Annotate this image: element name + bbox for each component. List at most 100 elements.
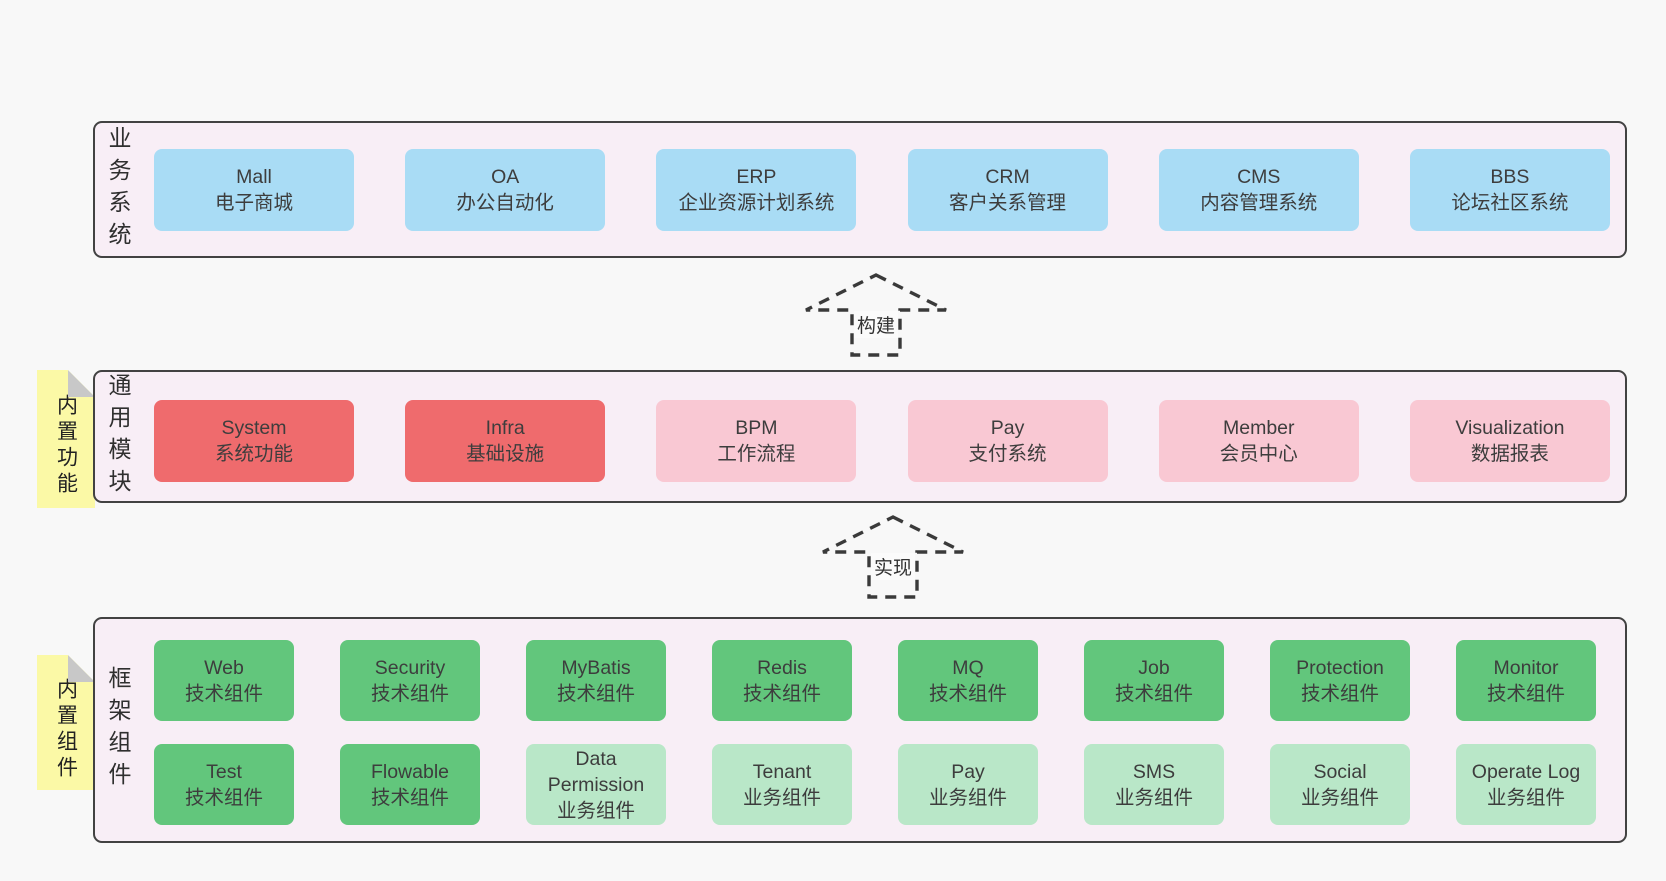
box-flowable: Flowable 技术组件 bbox=[340, 744, 480, 825]
box-subtitle: 技术组件 bbox=[370, 682, 449, 705]
box-operate-log: Operate Log 业务组件 bbox=[1456, 744, 1596, 825]
box-title: Social bbox=[1313, 760, 1367, 783]
box-title: Security bbox=[374, 656, 446, 679]
box-cms: CMS 内容管理系统 bbox=[1158, 149, 1359, 231]
box-social: Social 业务组件 bbox=[1270, 744, 1410, 825]
box-title: Visualization bbox=[1455, 417, 1565, 439]
box-title: System bbox=[221, 417, 287, 439]
framework-components-row-2: Test 技术组件 Flowable 技术组件 Data Permission … bbox=[154, 744, 1596, 825]
box-monitor: Monitor 技术组件 bbox=[1456, 640, 1596, 721]
box-test: Test 技术组件 bbox=[154, 744, 294, 825]
box-title: Job bbox=[1138, 656, 1170, 679]
box-visualization: Visualization 数据报表 bbox=[1409, 400, 1610, 482]
box-title: Web bbox=[204, 656, 244, 679]
box-title: Member bbox=[1222, 417, 1295, 439]
box-job: Job 技术组件 bbox=[1084, 640, 1224, 721]
sticky-note-builtin-components: 内置组件 bbox=[37, 655, 95, 790]
box-bpm: BPM 工作流程 bbox=[656, 400, 857, 482]
box-crm: CRM 客户关系管理 bbox=[907, 149, 1108, 231]
box-title: Operate Log bbox=[1471, 760, 1581, 783]
box-subtitle: 系统功能 bbox=[214, 443, 293, 465]
box-title: Monitor bbox=[1493, 656, 1559, 679]
box-data-permission: Data Permission 业务组件 bbox=[526, 744, 666, 825]
arrow-implement: 实现 bbox=[820, 514, 966, 600]
section-common-modules: 通用模块 System 系统功能 Infra 基础设施 BPM 工作流程 Pay… bbox=[93, 370, 1627, 503]
arrow-label: 构建 bbox=[853, 311, 899, 338]
box-title: MyBatis bbox=[561, 656, 631, 679]
box-title: Data Permission bbox=[547, 747, 645, 796]
box-title: Infra bbox=[485, 417, 525, 439]
box-sms: SMS 业务组件 bbox=[1084, 744, 1224, 825]
box-subtitle: 会员中心 bbox=[1219, 443, 1298, 465]
box-mall: Mall 电子商城 bbox=[154, 149, 354, 231]
box-subtitle: 办公自动化 bbox=[456, 192, 554, 214]
box-title: SMS bbox=[1132, 760, 1176, 783]
framework-components-row-1: Web 技术组件 Security 技术组件 MyBatis 技术组件 Redi… bbox=[154, 640, 1596, 721]
box-title: CMS bbox=[1237, 166, 1281, 188]
box-subtitle: 支付系统 bbox=[968, 443, 1047, 465]
common-modules-row: System 系统功能 Infra 基础设施 BPM 工作流程 Pay 支付系统… bbox=[154, 400, 1610, 482]
box-tenant: Tenant 业务组件 bbox=[712, 744, 852, 825]
box-subtitle: 企业资源计划系统 bbox=[678, 192, 835, 214]
box-redis: Redis 技术组件 bbox=[712, 640, 852, 721]
box-title: ERP bbox=[736, 166, 777, 188]
dashed-up-arrow-icon bbox=[805, 273, 947, 357]
section-label-framework-components: 框架组件 bbox=[105, 666, 131, 794]
box-subtitle: 业务组件 bbox=[556, 799, 635, 822]
box-title: Pay bbox=[990, 417, 1025, 439]
box-subtitle: 技术组件 bbox=[184, 786, 263, 809]
box-title: Mall bbox=[236, 166, 272, 188]
box-title: BPM bbox=[735, 417, 778, 439]
section-label-business-systems: 业务系统 bbox=[105, 125, 131, 254]
box-subtitle: 技术组件 bbox=[1114, 682, 1193, 705]
business-systems-row: Mall 电子商城 OA 办公自动化 ERP 企业资源计划系统 CRM 客户关系… bbox=[154, 149, 1610, 231]
box-subtitle: 内容管理系统 bbox=[1200, 192, 1318, 214]
box-subtitle: 技术组件 bbox=[370, 786, 449, 809]
box-oa: OA 办公自动化 bbox=[405, 149, 606, 231]
box-title: OA bbox=[491, 166, 520, 188]
box-subtitle: 数据报表 bbox=[1470, 443, 1549, 465]
section-business-systems: 业务系统 Mall 电子商城 OA 办公自动化 ERP 企业资源计划系统 CRM… bbox=[93, 121, 1627, 258]
arrow-label: 实现 bbox=[870, 553, 916, 580]
box-title: Flowable bbox=[370, 760, 450, 783]
box-subtitle: 业务组件 bbox=[1114, 786, 1193, 809]
box-subtitle: 业务组件 bbox=[1300, 786, 1379, 809]
box-title: MQ bbox=[952, 656, 984, 679]
folded-corner-icon bbox=[68, 370, 95, 397]
section-framework-components: 框架组件 Web 技术组件 Security 技术组件 MyBatis 技术组件… bbox=[93, 617, 1627, 843]
box-pay-component: Pay 业务组件 bbox=[898, 744, 1038, 825]
box-subtitle: 技术组件 bbox=[742, 682, 821, 705]
box-title: BBS bbox=[1490, 166, 1530, 188]
sticky-note-label: 内置功能 bbox=[54, 394, 78, 498]
box-infra: Infra 基础设施 bbox=[405, 400, 606, 482]
box-subtitle: 技术组件 bbox=[556, 682, 635, 705]
box-subtitle: 技术组件 bbox=[1300, 682, 1379, 705]
box-web: Web 技术组件 bbox=[154, 640, 294, 721]
box-subtitle: 工作流程 bbox=[717, 443, 796, 465]
box-title: Redis bbox=[757, 656, 807, 679]
arrow-build: 构建 bbox=[803, 272, 949, 358]
sticky-note-label: 内置组件 bbox=[54, 677, 78, 782]
sticky-note-builtin-features: 内置功能 bbox=[37, 370, 95, 508]
box-subtitle: 基础设施 bbox=[466, 443, 545, 465]
box-subtitle: 技术组件 bbox=[184, 682, 263, 705]
box-subtitle: 业务组件 bbox=[742, 786, 821, 809]
box-title: Test bbox=[206, 760, 242, 783]
box-title: Tenant bbox=[752, 760, 812, 783]
box-subtitle: 技术组件 bbox=[1486, 682, 1565, 705]
box-subtitle: 论坛社区系统 bbox=[1451, 192, 1569, 214]
box-subtitle: 业务组件 bbox=[1486, 786, 1565, 809]
box-bbs: BBS 论坛社区系统 bbox=[1409, 149, 1610, 231]
box-subtitle: 电子商城 bbox=[214, 192, 293, 214]
box-mq: MQ 技术组件 bbox=[898, 640, 1038, 721]
section-label-common-modules: 通用模块 bbox=[105, 372, 131, 501]
box-subtitle: 客户关系管理 bbox=[949, 192, 1067, 214]
box-system: System 系统功能 bbox=[154, 400, 354, 482]
folded-corner-icon bbox=[68, 655, 95, 682]
box-member: Member 会员中心 bbox=[1158, 400, 1359, 482]
box-title: Protection bbox=[1296, 656, 1384, 679]
box-pay-module: Pay 支付系统 bbox=[907, 400, 1108, 482]
box-title: CRM bbox=[985, 166, 1030, 188]
box-subtitle: 业务组件 bbox=[928, 786, 1007, 809]
